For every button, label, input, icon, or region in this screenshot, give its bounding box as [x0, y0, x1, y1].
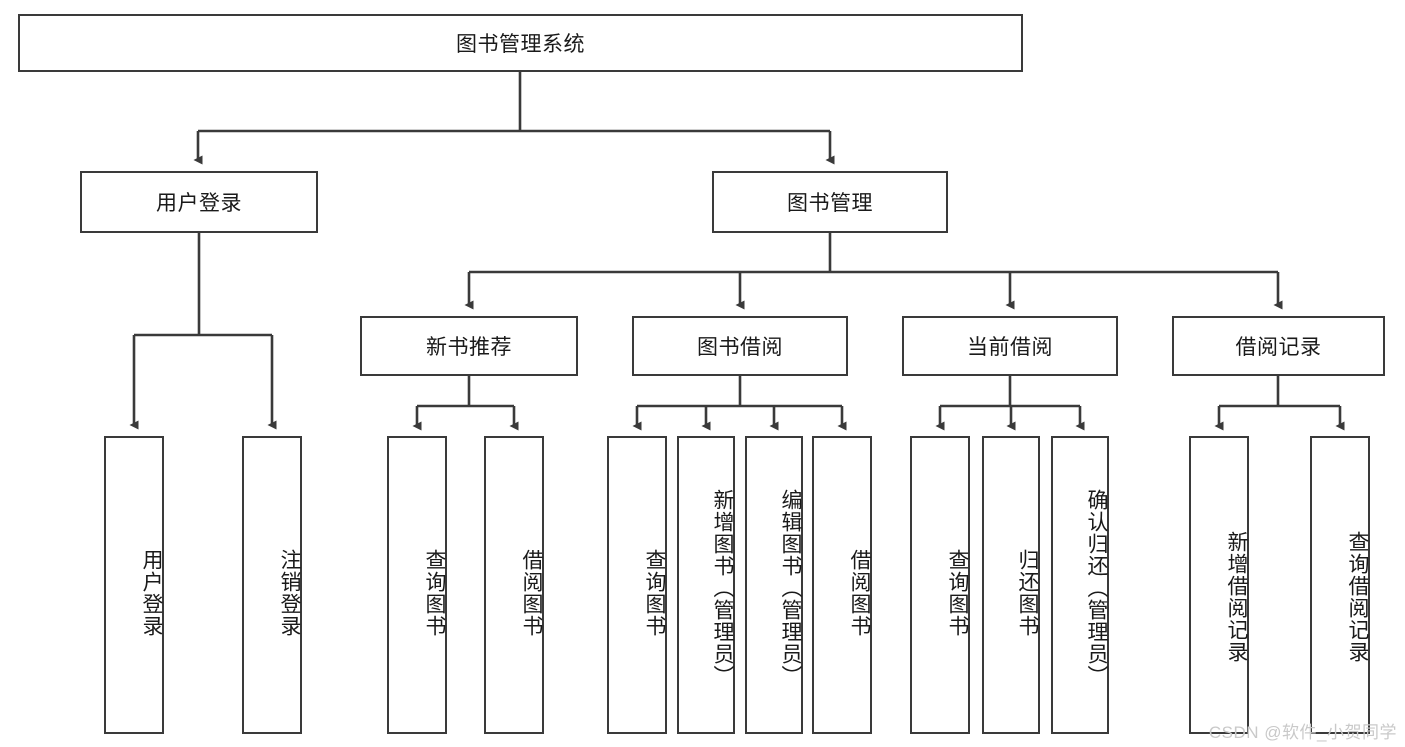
- node-cb-query-book[interactable]: 查询图书: [910, 436, 970, 734]
- node-nbr-borrow-book-label: 借阅图书: [520, 549, 543, 637]
- node-bb-add-book[interactable]: 新增图书（管理员）: [677, 436, 735, 734]
- node-cb-return-book-label: 归还图书: [1016, 549, 1039, 637]
- node-bb-query-book[interactable]: 查询图书: [607, 436, 667, 734]
- node-user-login-logout[interactable]: 注销登录: [242, 436, 302, 734]
- node-current-borrow[interactable]: 当前借阅: [902, 316, 1118, 376]
- node-book-management[interactable]: 图书管理: [712, 171, 948, 233]
- node-bb-add-book-label: 新增图书（管理员）: [711, 489, 734, 687]
- node-current-borrow-label: 当前借阅: [967, 336, 1053, 359]
- node-br-add-record[interactable]: 新增借阅记录: [1189, 436, 1249, 734]
- node-new-book-recommend-label: 新书推荐: [426, 336, 512, 359]
- node-book-management-label: 图书管理: [787, 192, 873, 215]
- node-br-add-record-label: 新增借阅记录: [1225, 531, 1248, 663]
- node-book-borrow[interactable]: 图书借阅: [632, 316, 848, 376]
- node-bb-borrow-book[interactable]: 借阅图书: [812, 436, 872, 734]
- node-root[interactable]: 图书管理系统: [18, 14, 1023, 72]
- node-root-label: 图书管理系统: [456, 33, 585, 56]
- node-user-login-login[interactable]: 用户登录: [104, 436, 164, 734]
- node-nbr-query-book-label: 查询图书: [423, 549, 446, 637]
- node-borrow-record[interactable]: 借阅记录: [1172, 316, 1385, 376]
- node-nbr-query-book[interactable]: 查询图书: [387, 436, 447, 734]
- node-nbr-borrow-book[interactable]: 借阅图书: [484, 436, 544, 734]
- node-bb-query-book-label: 查询图书: [643, 549, 666, 637]
- node-borrow-record-label: 借阅记录: [1235, 336, 1322, 359]
- node-bb-edit-book[interactable]: 编辑图书（管理员）: [745, 436, 803, 734]
- node-cb-confirm-return-label: 确认归还（管理员）: [1085, 489, 1108, 687]
- node-book-borrow-label: 图书借阅: [697, 336, 783, 359]
- node-user-login-login-label: 用户登录: [140, 549, 163, 637]
- node-user-login-label: 用户登录: [156, 192, 242, 215]
- node-br-query-record[interactable]: 查询借阅记录: [1310, 436, 1370, 734]
- node-bb-borrow-book-label: 借阅图书: [848, 549, 871, 637]
- node-user-login-logout-label: 注销登录: [278, 549, 301, 637]
- node-cb-return-book[interactable]: 归还图书: [982, 436, 1040, 734]
- node-cb-confirm-return[interactable]: 确认归还（管理员）: [1051, 436, 1109, 734]
- node-br-query-record-label: 查询借阅记录: [1346, 531, 1369, 663]
- node-new-book-recommend[interactable]: 新书推荐: [360, 316, 578, 376]
- node-bb-edit-book-label: 编辑图书（管理员）: [779, 489, 802, 687]
- node-cb-query-book-label: 查询图书: [946, 549, 969, 637]
- node-user-login[interactable]: 用户登录: [80, 171, 318, 233]
- csdn-watermark: CSDN @软件_小贺同学: [1208, 723, 1397, 742]
